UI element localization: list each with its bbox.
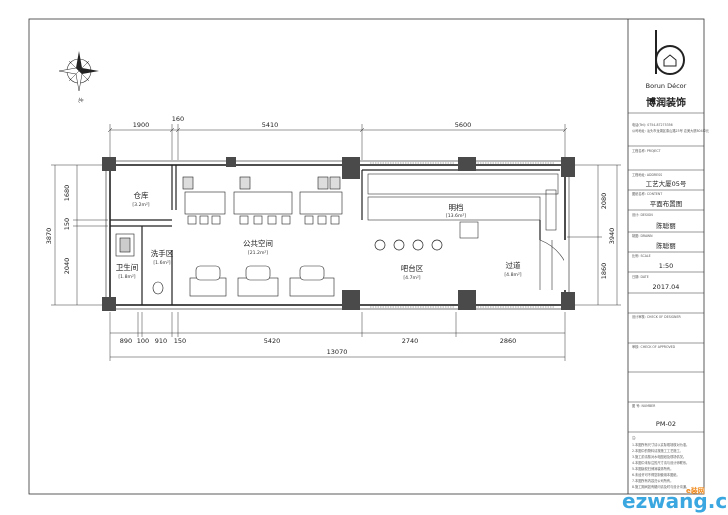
dim-bottom-5: 5420 — [264, 337, 281, 345]
brand-logo — [655, 30, 685, 75]
dim-right-total: 3940 — [608, 228, 616, 245]
dim-right-1: 2080 — [600, 193, 608, 210]
watermark-text: ezwang.cn — [622, 489, 728, 513]
value-date: 2017.04 — [653, 283, 680, 291]
value-drawing: 平面布置图 — [650, 199, 683, 208]
bar-stools — [374, 239, 443, 251]
value-scale: 1:50 — [659, 262, 674, 270]
room-kitchen-area: [13.6m²] — [446, 213, 466, 219]
bottom-dimension-chain — [109, 312, 566, 361]
label-check: 设计审核: CHECK OF DESIGNER — [632, 314, 681, 319]
dim-left-2: 150 — [63, 218, 71, 230]
dim-bottom-4: 150 — [174, 337, 186, 345]
left-dimension-chain — [51, 164, 108, 306]
label-drawing: 图纸名称: CONTENT — [632, 191, 662, 196]
label-approve: 审核: CHECK OF APPROVED — [632, 344, 676, 349]
kitchen-counter — [367, 173, 559, 239]
room-public-area: [21.2m²] — [248, 250, 268, 256]
value-number: PM-02 — [656, 420, 676, 428]
room-public-name: 公共空间 — [243, 238, 273, 248]
dim-right-2: 1860 — [600, 263, 608, 280]
dim-bottom-6: 2740 — [402, 337, 419, 345]
label-scale: 比例: SCALE — [632, 253, 651, 258]
company-phone: 电话(Tel): 0754-87275356 — [632, 122, 673, 127]
label-drawn: 制图: DRAWN — [632, 233, 653, 238]
toilet-fixtures — [115, 233, 164, 295]
brand-english: Borun Décor — [646, 82, 687, 90]
dim-left-total: 3870 — [45, 228, 53, 245]
room-wash-area: [1.6m²] — [153, 260, 170, 266]
top-dimension-chain — [107, 124, 568, 160]
dim-bottom-7: 2860 — [500, 337, 517, 345]
title-block-rows — [628, 145, 704, 433]
note-6: 6.未经许可不得复制使用本图纸。 — [632, 472, 680, 477]
label-design: 设计: DESIGN — [632, 212, 653, 217]
room-toilet-name: 卫生间 — [116, 262, 139, 272]
label-date: 日期: DATE — [632, 274, 649, 279]
room-toilet-area: [1.8m²] — [118, 274, 135, 280]
room-kitchen-name: 明档 — [449, 202, 464, 212]
compass-label: 北 — [77, 97, 84, 102]
room-corridor-name: 过道 — [506, 260, 521, 270]
entry-door — [539, 239, 566, 290]
dim-top-4: 5600 — [455, 121, 472, 129]
dim-top-1: 1900 — [133, 121, 150, 129]
room-bar-name: 吧台区 — [401, 263, 424, 273]
dim-bottom-2: 100 — [137, 337, 149, 345]
dim-left-3: 2040 — [63, 258, 71, 275]
windows — [370, 162, 555, 308]
public-furniture — [182, 176, 343, 225]
note-2: 2.本图中的物料请按施工工艺施工。 — [632, 448, 683, 453]
dim-top-2: 160 — [172, 115, 184, 123]
room-storage-name: 仓库 — [134, 190, 149, 200]
note-5: 5.本图版权归博润装饰所有。 — [632, 466, 673, 471]
dim-bottom-total: 13070 — [327, 348, 348, 356]
room-bar-area: [4.7m²] — [403, 275, 420, 281]
value-design: 陈聪丽 — [656, 221, 676, 230]
notes-list: 1.本图所有尺寸请以实际现场核对为准。 2.本图中的物料请按施工工艺施工。 3.… — [632, 442, 689, 489]
dim-bottom-3: 910 — [155, 337, 167, 345]
compass-icon — [58, 51, 99, 92]
label-project: 工程名称: PROJECT — [632, 148, 661, 153]
room-corridor-area: [4.8m²] — [504, 272, 521, 278]
company-address: 公司地址: 汕头市龙湖区泰山路23号 嘉美大厦804单元 — [632, 128, 710, 133]
structural-columns — [102, 157, 575, 311]
value-drawn: 陈聪丽 — [656, 241, 676, 250]
dim-bottom-1: 890 — [120, 337, 132, 345]
brand-chinese: 博润装饰 — [646, 96, 686, 109]
note-8: 8.施工期间如有疑问请及时与设计沟通。 — [632, 484, 689, 489]
value-address: 工艺大厦05号 — [646, 179, 687, 188]
right-dimension-chain — [567, 164, 621, 306]
dim-top-3: 5410 — [262, 121, 279, 129]
room-wash-name: 洗手区 — [151, 248, 174, 258]
dim-left-1: 1680 — [63, 185, 71, 202]
note-1: 1.本图所有尺寸请以实际现场核对为准。 — [632, 442, 689, 447]
outer-walls — [105, 160, 570, 310]
label-number: 图 号: NUMBER — [632, 403, 656, 408]
sheet-border — [28, 18, 705, 495]
watermark-tag: e装网 — [686, 486, 705, 495]
label-address: 工程地址: ADDRESS — [632, 172, 662, 177]
note-4: 4.本图中未标注的尺寸请与设计师联系。 — [632, 460, 689, 465]
note-3: 3.施工前请核对水电图纸及现场情况。 — [632, 454, 686, 459]
room-storage-area: [3.2m²] — [132, 202, 149, 208]
armchair-sets — [189, 265, 335, 297]
label-notes: 注: — [632, 435, 636, 440]
note-7: 7.本图所有内容归公司所有。 — [632, 478, 673, 483]
